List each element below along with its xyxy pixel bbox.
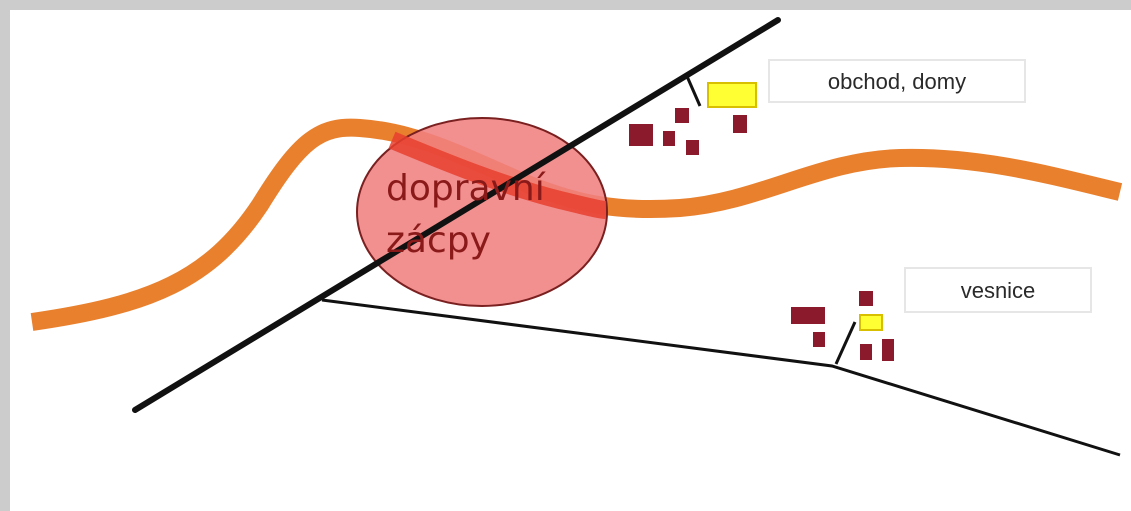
house [791, 307, 825, 324]
label-village: vesnice [961, 278, 1036, 303]
spur-road-shop [684, 73, 702, 107]
house [882, 339, 894, 361]
house [860, 344, 872, 360]
house [629, 124, 653, 146]
spur-road-village [834, 321, 857, 365]
main-road [132, 17, 781, 413]
label-box-shop-houses [768, 59, 1026, 103]
label-shop-houses: obchod, domy [828, 69, 966, 94]
house [859, 291, 873, 306]
house [686, 140, 699, 155]
traffic-jam-label-line1: dopravní [386, 168, 546, 209]
house [733, 115, 747, 133]
branch-road [321, 298, 1121, 457]
traffic-jam-label-line2: zácpy [386, 220, 491, 261]
shop-building [707, 82, 757, 108]
frame-left [0, 0, 10, 511]
house [813, 332, 825, 347]
label-box-village [904, 267, 1092, 313]
frame-top [0, 0, 1131, 10]
house [675, 108, 689, 123]
river-through-jam [388, 131, 607, 219]
village-shop [859, 314, 883, 331]
house [663, 131, 675, 146]
